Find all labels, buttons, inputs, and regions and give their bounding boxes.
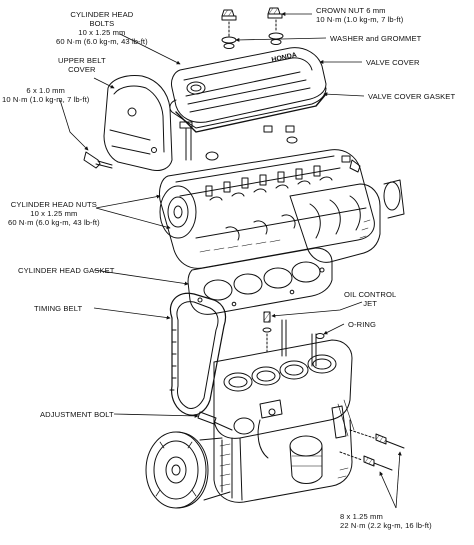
crown-nuts <box>221 7 284 49</box>
label-cover-bolt-spec: 6 x 1.0 mm 10 N·m (1.0 kg-m, 7 lb-ft) <box>2 86 89 104</box>
label-timing-belt: TIMING BELT <box>34 304 83 313</box>
engine-block <box>213 339 355 503</box>
label-line: CYLINDER HEAD <box>70 10 134 19</box>
label-line: JET <box>363 299 378 308</box>
valve-cover-logo: HONDA <box>271 52 298 64</box>
label-line: 60 N·m (6.0 kg-m, 43 lb-ft) <box>8 218 100 227</box>
label-o-ring: O-RING <box>348 320 377 329</box>
block-hatching <box>219 443 349 487</box>
label-line: 10 x 1.25 mm <box>78 28 126 37</box>
head-bolt-lines <box>179 121 351 163</box>
crank-pulley <box>145 431 231 509</box>
bottom-bolts <box>339 429 405 471</box>
upper-belt-cover <box>103 75 173 171</box>
valve-cover <box>169 47 327 129</box>
label-line: UPPER BELT <box>58 56 106 65</box>
label-line: 10 N·m (1.0 kg-m, 7 lb-ft) <box>2 95 90 104</box>
timing-belt <box>169 292 227 416</box>
label-cylinder-head-nuts: CYLINDER HEAD NUTS 10 x 1.25 mm 60 N·m (… <box>8 200 100 227</box>
label-valve-cover-gasket: VALVE COVER GASKET <box>368 92 456 101</box>
label-bottom-bolt-spec: 8 x 1.25 mm 22 N·m (2.2 kg-m, 16 lb-ft) <box>340 512 432 530</box>
cylinder-head <box>159 149 405 269</box>
label-oil-control-jet: OIL CONTROL JET <box>344 290 396 308</box>
label-line: 8 x 1.25 mm <box>340 512 383 521</box>
label-line: COVER <box>68 65 96 74</box>
adjustment-bolt <box>197 411 255 435</box>
label-line: 22 N·m (2.2 kg-m, 16 lb-ft) <box>340 521 432 530</box>
label-line: OIL CONTROL <box>344 290 397 299</box>
head-hatching <box>199 219 371 253</box>
label-line: BOLTS <box>89 19 115 28</box>
label-line: CROWN NUT 6 mm <box>316 6 386 15</box>
label-washer-grommet: WASHER and GROMMET <box>330 34 422 43</box>
label-line: 10 x 1.25 mm <box>30 209 78 218</box>
label-line: 60 N·m (6.0 kg-m, 43 lb-ft) <box>56 37 148 46</box>
label-line: 6 x 1.0 mm <box>26 86 65 95</box>
label-upper-belt-cover: UPPER BELT COVER <box>58 56 106 74</box>
label-cylinder-head-gasket: CYLINDER HEAD GASKET <box>18 266 115 275</box>
belt-cover-bolt <box>83 151 113 169</box>
label-adjustment-bolt: ADJUSTMENT BOLT <box>40 410 114 419</box>
label-line: CYLINDER HEAD NUTS <box>10 200 97 209</box>
label-line: 10 N·m (1.0 kg-m, 7 lb-ft) <box>316 15 404 24</box>
oil-control-jet <box>262 311 325 367</box>
cylinder-head-gasket <box>187 247 333 315</box>
label-valve-cover: VALVE COVER <box>366 58 420 67</box>
label-crown-nut: CROWN NUT 6 mm 10 N·m (1.0 kg-m, 7 lb-ft… <box>316 6 403 24</box>
leader-lines <box>59 12 402 509</box>
label-cylinder-head-bolts: CYLINDER HEAD BOLTS 10 x 1.25 mm 60 N·m … <box>56 10 148 46</box>
